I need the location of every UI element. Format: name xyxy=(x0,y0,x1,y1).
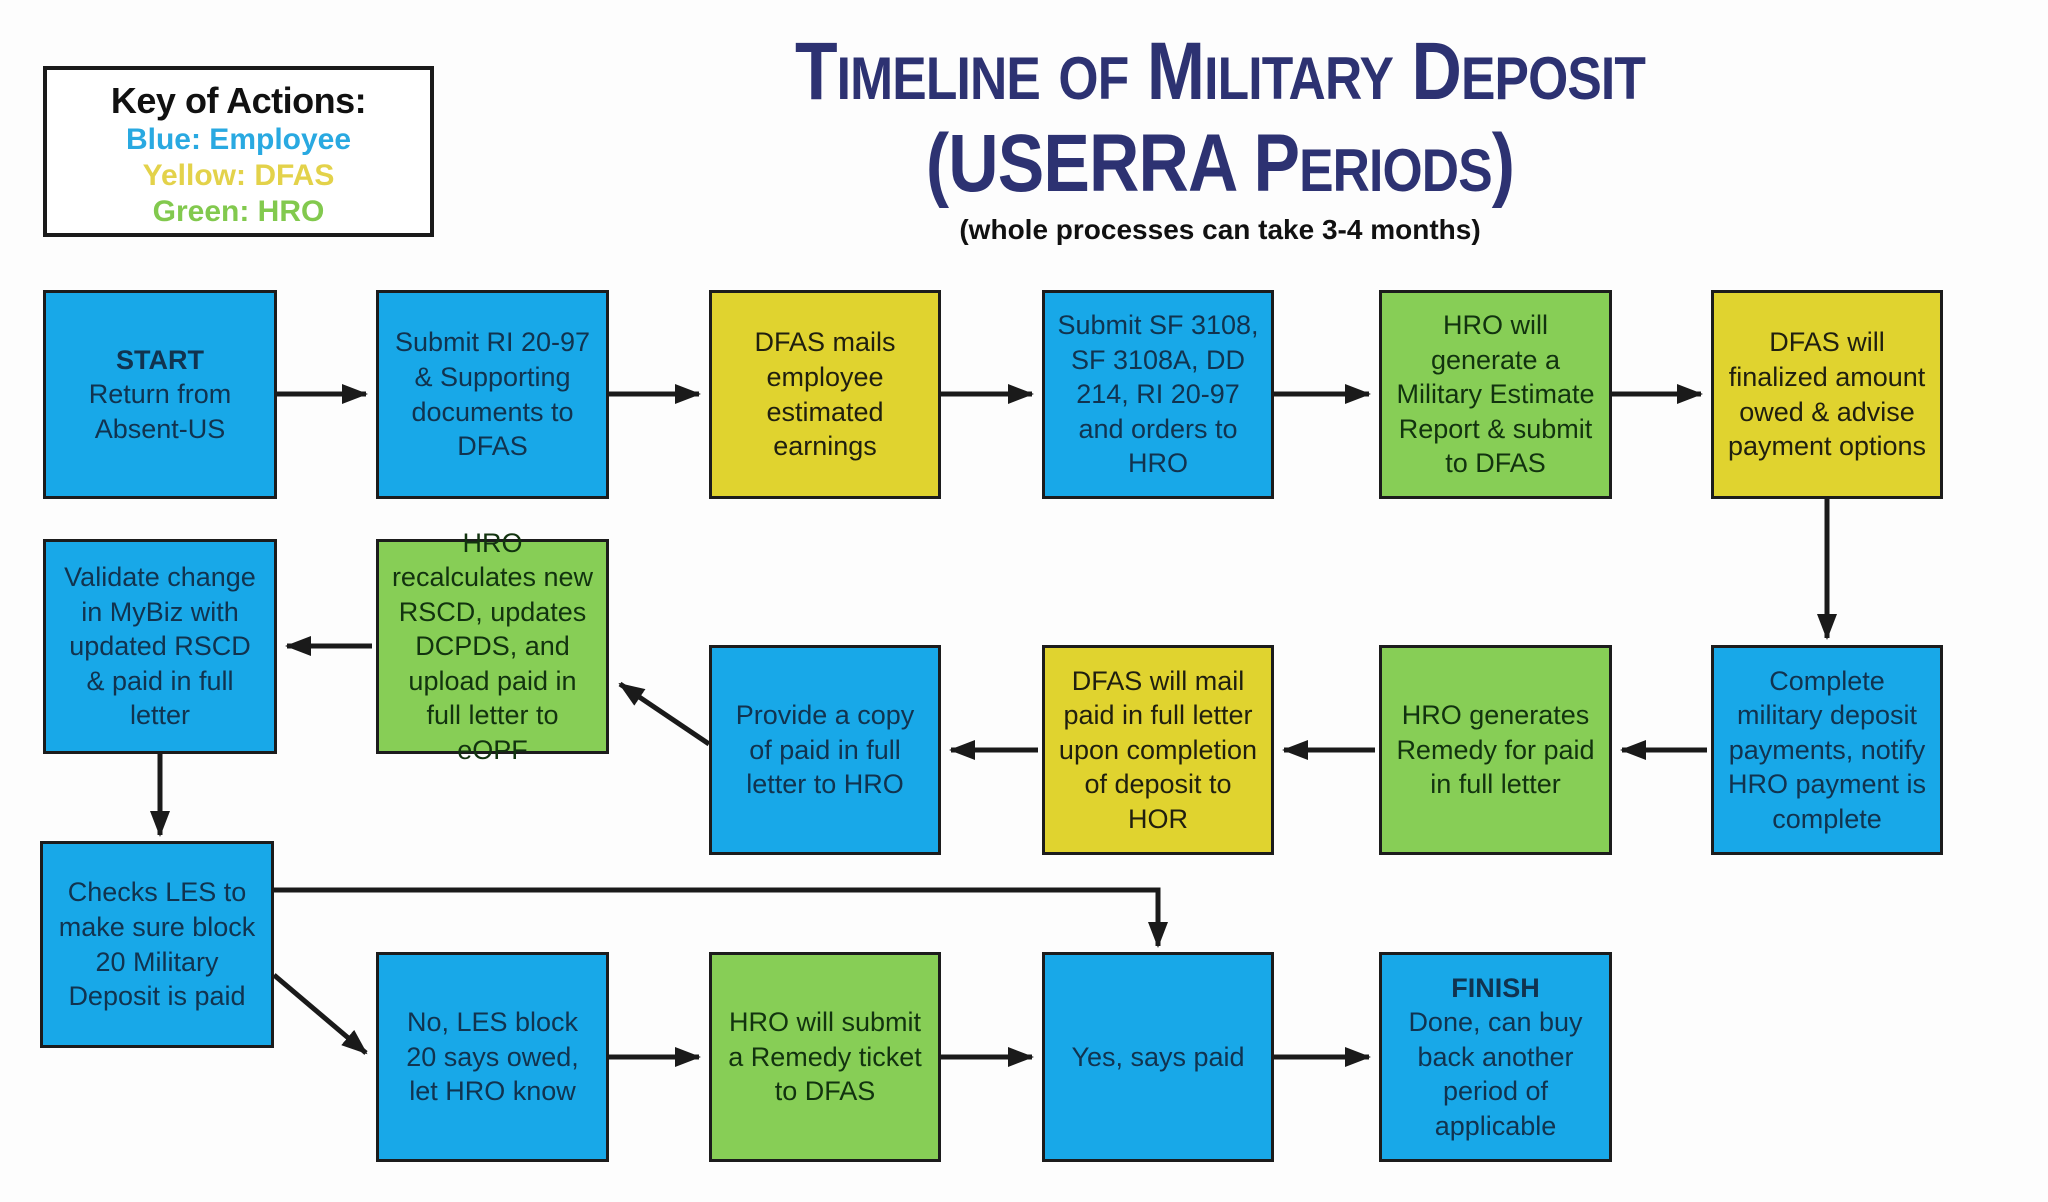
node-finish: FINISH Done, can buy back another period… xyxy=(1379,952,1612,1162)
node-provide-copy-letter: Provide a copy of paid in full letter to… xyxy=(709,645,941,855)
node-hro-remedy-ticket: HRO will submit a Remedy ticket to DFAS xyxy=(709,952,941,1162)
node-submit-sf-3108: Submit SF 3108, SF 3108A, DD 214, RI 20-… xyxy=(1042,290,1274,499)
arrow-checks-yes-paid xyxy=(274,887,1168,948)
node-text: No, LES block 20 says owed, let HRO know xyxy=(406,1007,579,1107)
title-subtitle: (whole processes can take 3-4 months) xyxy=(959,213,1481,245)
node-validate-mybiz: Validate change in MyBiz with updated RS… xyxy=(43,539,277,754)
node-text: DFAS mails employee estimated earnings xyxy=(754,327,896,462)
node-text: HRO will generate a Military Estimate Re… xyxy=(1396,310,1595,479)
node-complete-deposit-payments: Complete military deposit payments, noti… xyxy=(1711,645,1943,855)
node-finish-text: Done, can buy back another period of app… xyxy=(1408,1007,1583,1141)
key-title: Key of Actions: xyxy=(110,80,367,121)
node-text: HRO generates Remedy for paid in full le… xyxy=(1396,700,1595,800)
node-start: START Return from Absent-US xyxy=(43,290,277,499)
node-hro-military-estimate: HRO will generate a Military Estimate Re… xyxy=(1379,290,1612,499)
arrow-checks-no-les xyxy=(272,973,368,1055)
node-hro-generates-remedy: HRO generates Remedy for paid in full le… xyxy=(1379,645,1612,855)
node-no-les-owed: No, LES block 20 says owed, let HRO know xyxy=(376,952,609,1162)
node-start-text: Return from Absent-US xyxy=(88,379,232,444)
key-of-actions-box: Key of Actions: Blue: Employee Yellow: D… xyxy=(43,66,434,237)
node-yes-says-paid: Yes, says paid xyxy=(1042,952,1274,1162)
node-dfas-finalized-amount: DFAS will finalized amount owed & advise… xyxy=(1711,290,1943,499)
node-dfas-mail-paid-letter: DFAS will mail paid in full letter upon … xyxy=(1042,645,1274,855)
node-text: Complete military deposit payments, noti… xyxy=(1727,665,1927,834)
page-title-line2: (USERRA PERIODS) xyxy=(925,117,1515,209)
node-hro-recalculates-rscd: HRO recalculates new RSCD, updates DCPDS… xyxy=(376,528,609,765)
node-dfas-mails-earnings: DFAS mails employee estimated earnings xyxy=(709,290,941,499)
arrow-provide-hro-recalc xyxy=(618,681,711,747)
node-start-label: START xyxy=(116,344,204,375)
node-text: Checks LES to make sure block 20 Militar… xyxy=(58,877,256,1012)
title-block: TIMELINE OF MILITARY DEPOSIT (USERRA PER… xyxy=(440,26,2000,246)
node-text: DFAS will mail paid in full letter upon … xyxy=(1058,665,1258,834)
key-entry-employee: Blue: Employee xyxy=(125,123,352,156)
node-text: Yes, says paid xyxy=(1071,1041,1245,1072)
node-text: HRO will submit a Remedy ticket to DFAS xyxy=(728,1007,922,1107)
node-text: DFAS will finalized amount owed & advise… xyxy=(1727,327,1927,462)
page-title-line1: TIMELINE OF MILITARY DEPOSIT xyxy=(794,26,1646,117)
node-text: Provide a copy of paid in full letter to… xyxy=(735,700,915,800)
node-text: Validate change in MyBiz with updated RS… xyxy=(64,562,256,731)
node-text: Submit SF 3108, SF 3108A, DD 214, RI 20-… xyxy=(1057,310,1259,479)
node-checks-les-block-20: Checks LES to make sure block 20 Militar… xyxy=(40,841,274,1048)
node-submit-ri-20-97: Submit RI 20-97 & Supporting documents t… xyxy=(376,290,609,499)
node-text: Submit RI 20-97 & Supporting documents t… xyxy=(394,327,591,462)
key-entry-hro: Green: HRO xyxy=(152,195,325,228)
node-text: HRO recalculates new RSCD, updates DCPDS… xyxy=(391,527,594,765)
key-entry-dfas: Yellow: DFAS xyxy=(142,159,335,192)
node-finish-label: FINISH xyxy=(1451,972,1540,1003)
